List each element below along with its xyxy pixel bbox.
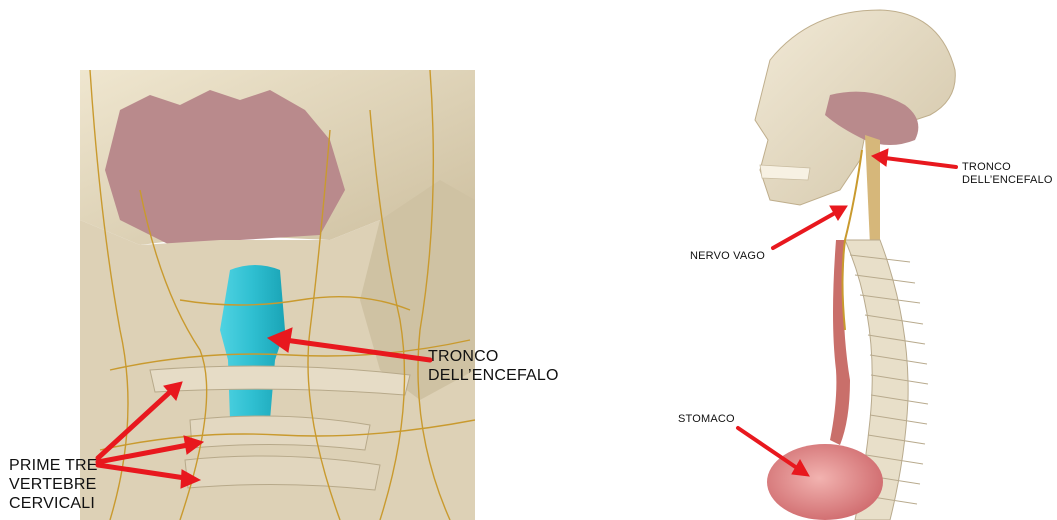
- vertebra-3: [185, 456, 380, 490]
- label-brainstem-left: TRONCO DELL’ENCEFALO: [428, 347, 559, 385]
- posterior-skull-illustration: [80, 70, 475, 520]
- stomach: [767, 444, 883, 520]
- label-vertebrae-line1: PRIME TRE: [9, 456, 98, 475]
- brainstem: [865, 135, 880, 245]
- label-brainstem-left-line1: TRONCO: [428, 347, 559, 366]
- label-vertebrae-line3: CERVICALI: [9, 494, 98, 513]
- esophagus: [830, 240, 850, 445]
- label-brainstem-left-line2: DELL’ENCEFALO: [428, 366, 559, 385]
- label-stomach: STOMACO: [678, 413, 735, 426]
- label-brainstem-right-line2: DELL’ENCEFALO: [962, 174, 1053, 187]
- posterior-skull-drawing: [80, 70, 475, 520]
- label-brainstem-right: TRONCO DELL’ENCEFALO: [962, 161, 1053, 187]
- label-brainstem-right-line1: TRONCO: [962, 161, 1053, 174]
- label-vertebrae-line2: VERTEBRE: [9, 475, 98, 494]
- vertebra-2: [190, 416, 370, 450]
- label-vertebrae: PRIME TRE VERTEBRE CERVICALI: [9, 456, 98, 513]
- teeth: [760, 165, 810, 180]
- label-vagus-nerve: NERVO VAGO: [690, 250, 765, 263]
